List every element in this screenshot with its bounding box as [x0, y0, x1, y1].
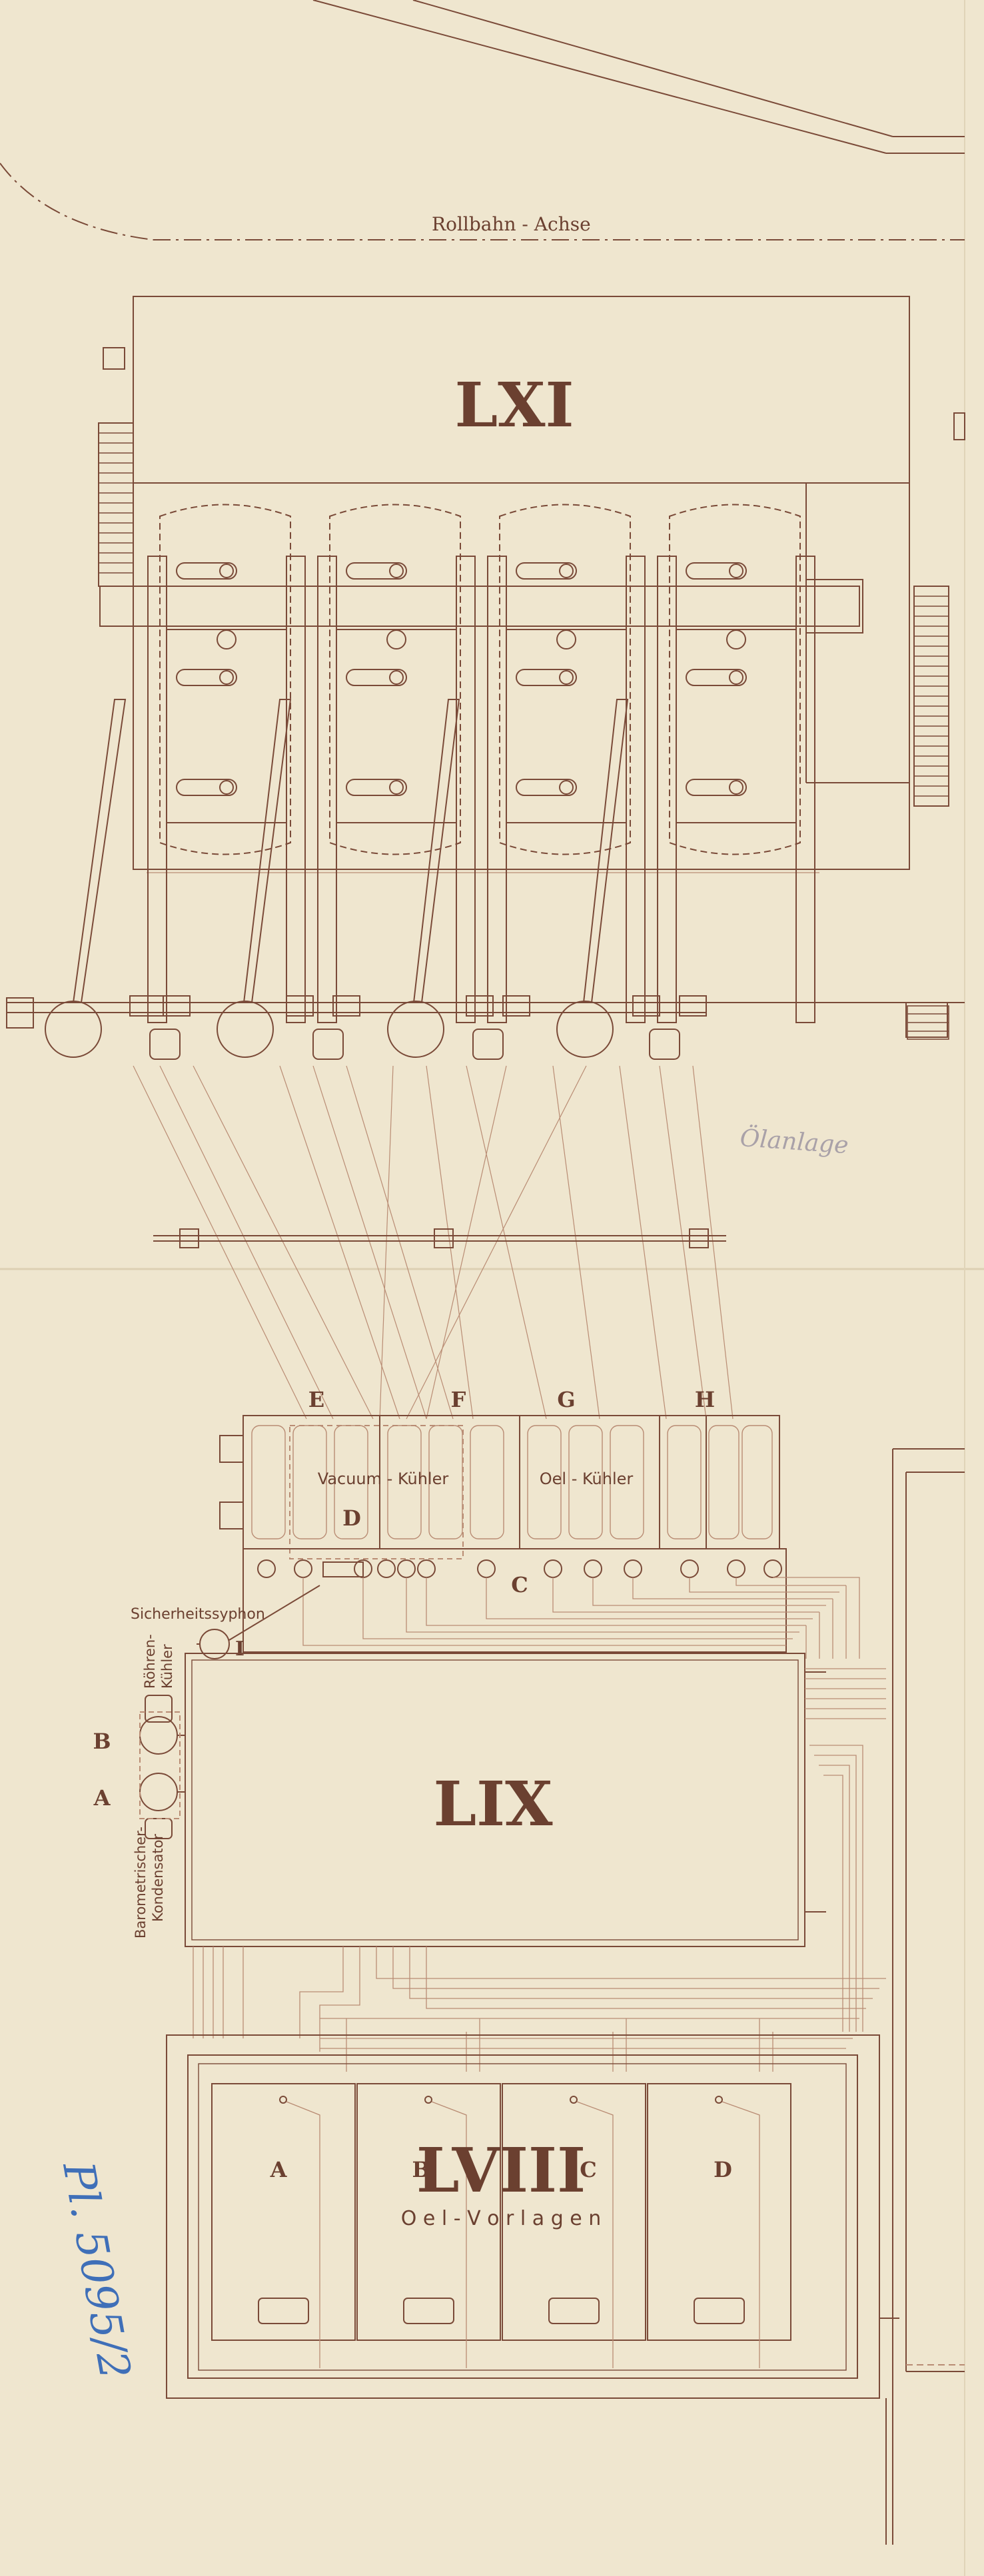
kettle-group: [147, 504, 815, 1023]
receiver-1: [45, 1001, 102, 1058]
marker-d: D: [342, 1505, 361, 1531]
safety-siphon: [197, 1585, 320, 1659]
oil-tank-b: [356, 2083, 501, 2341]
marker-a: A: [93, 1785, 111, 1811]
header-pipe: [6, 995, 965, 1060]
tank-letter-b: B: [412, 2157, 430, 2182]
tube-cooler-label-1: Röhren-: [142, 1634, 158, 1689]
kettle-3: [487, 504, 646, 1023]
condenser-assembly: [139, 1695, 185, 1839]
stairs-right: [913, 586, 949, 807]
tank-letter-c: C: [580, 2157, 596, 2182]
right-edge-mark: [953, 412, 965, 440]
vacuum-cooler-label: Vacuum - Kühler: [318, 1470, 449, 1488]
building-lix: [185, 1653, 826, 1947]
railway-lines: [312, 0, 965, 154]
cooler-letter-f: F: [451, 1387, 466, 1412]
mid-bar: [153, 1228, 726, 1248]
building-lviii: [166, 2034, 899, 2399]
barometric-label-2: Kondensator: [150, 1834, 166, 1922]
oil-tank-d: [647, 2083, 791, 2341]
cooler-block: [219, 1415, 780, 1559]
small-square-mark: [103, 347, 125, 370]
cooler-letter-g: G: [557, 1387, 575, 1412]
oil-tank-a: [211, 2083, 356, 2341]
receiver-2: [217, 1001, 274, 1058]
marker-i: I: [235, 1637, 245, 1661]
oil-tanks: [211, 2083, 791, 2341]
kettle-2: [317, 504, 476, 1023]
right-side-outline: [885, 1448, 965, 2545]
lix-right-piping: [805, 1668, 886, 2032]
oil-tanks-caption: O e l - V o r l a g e n: [401, 2207, 602, 2230]
marker-c: C: [511, 1572, 528, 1597]
tank-letter-a: A: [270, 2157, 288, 2182]
tank-letter-d: D: [714, 2157, 732, 2182]
stairs-far-right: [907, 1005, 949, 1040]
oil-cooler-label: Oel - Kühler: [540, 1470, 634, 1488]
tube-cooler-label-2: Kühler: [159, 1644, 175, 1689]
cooler-letter-e: E: [308, 1387, 324, 1412]
building-lix-label: LIX: [433, 1768, 553, 1840]
barometric-label-1: Barometrischer-: [133, 1827, 149, 1938]
lix-to-lviii-piping: [193, 1946, 886, 2072]
building-lxi-label: LXI: [454, 369, 574, 441]
kettle-1: [147, 504, 306, 1023]
stairs-left: [98, 422, 134, 587]
rollbahn-axis-label: Rollbahn - Achse: [432, 213, 591, 235]
kettle-4: [657, 504, 815, 1023]
receiver-3: [387, 1001, 444, 1058]
distribution-lines: [133, 1065, 734, 1420]
building-lviii-label: LVIII: [416, 2134, 586, 2206]
collector-piping: [302, 1577, 860, 1659]
cooler-letter-h: H: [695, 1387, 715, 1412]
marker-b: B: [93, 1729, 111, 1754]
receiver-4: [556, 1001, 614, 1058]
rollbahn-axis: [0, 163, 965, 240]
tank-inlet-lines: [286, 2101, 760, 2368]
oil-tank-c: [502, 2083, 646, 2341]
siphon-label: Sicherheitssyphon: [131, 1606, 265, 1623]
